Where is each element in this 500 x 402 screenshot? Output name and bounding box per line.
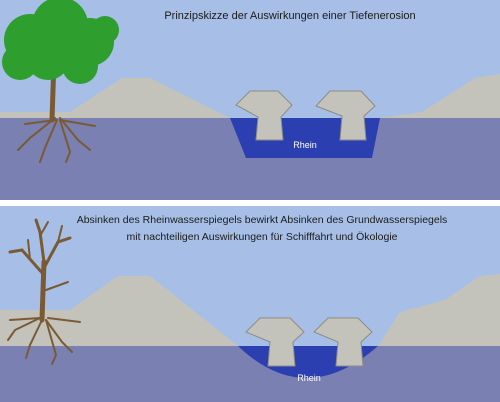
tree-leaves-top [2, 0, 119, 84]
panel-divider [0, 200, 500, 206]
right-bank-bottom [378, 274, 500, 346]
panel-top: Rhein Prinzipskizze [0, 0, 500, 200]
left-bank-bottom [0, 276, 238, 346]
caption-line2: mit nachteiligen Auswirkungen für Schiff… [126, 231, 397, 243]
ship-top-left [235, 90, 293, 141]
panel-bottom: Rhein Absinken des Rhein [0, 206, 500, 402]
river-label-bottom: Rhein [297, 373, 321, 383]
ship-top-right [315, 90, 376, 141]
tree-trunk-bottom [8, 218, 72, 323]
tree-roots-top [17, 117, 96, 163]
ship-bottom-left [245, 317, 305, 367]
river-label-top: Rhein [293, 140, 317, 150]
right-bank-top [380, 74, 500, 118]
left-bank-top [0, 78, 230, 118]
ship-bottom-right [313, 317, 373, 367]
tree-roots-bottom [7, 317, 81, 365]
caption-line1: Absinken des Rheinwasserspiegels bewirkt… [77, 214, 448, 226]
title-top: Prinzipskizze der Auswirkungen einer Tie… [164, 10, 415, 22]
